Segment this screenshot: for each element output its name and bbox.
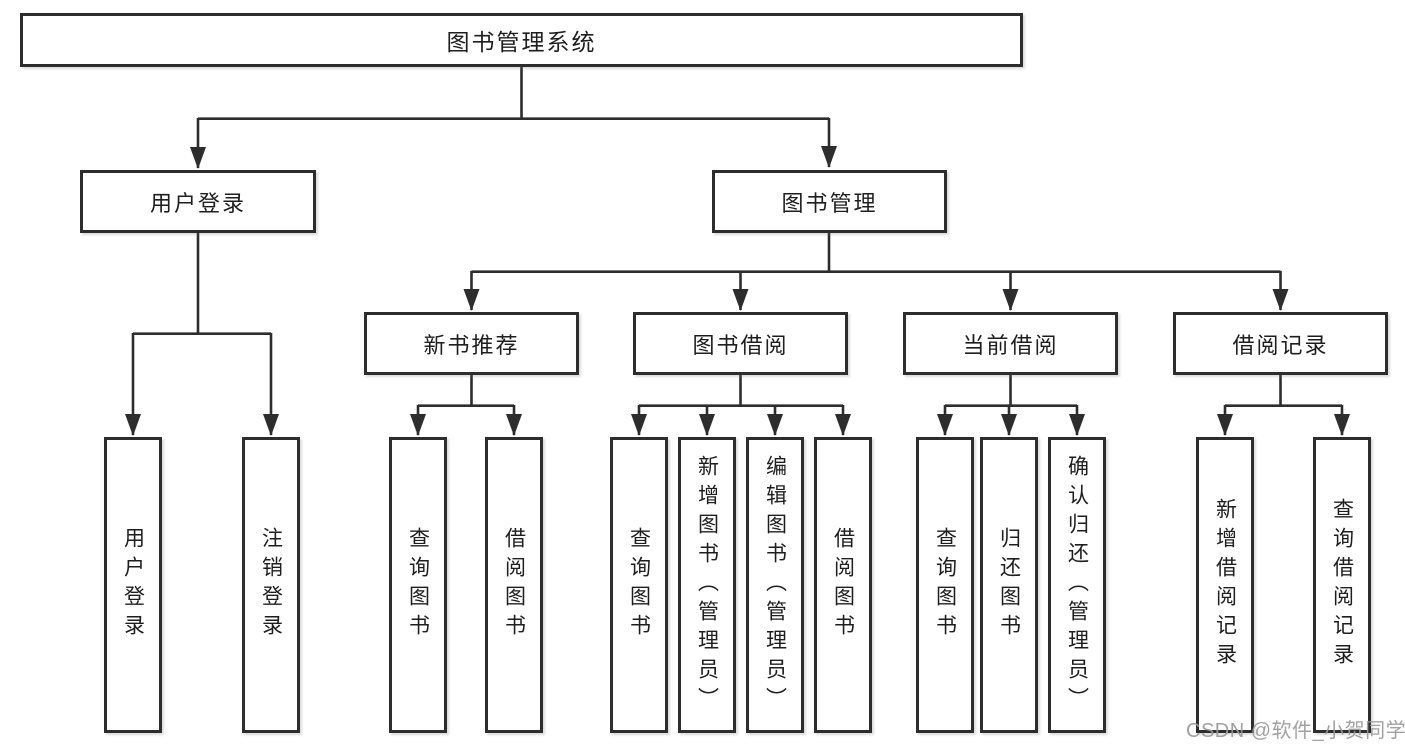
leaf-user-login: 用户登录 <box>104 437 162 733</box>
leaf-add-borrow-record: 新增借阅记录 <box>1196 437 1254 733</box>
csdn-watermark: CSDN @软件_小贺同学 <box>1186 720 1405 742</box>
node-borrow-records: 借阅记录 <box>1173 312 1388 375</box>
leaf-query-books-recommend: 查询图书 <box>389 437 447 733</box>
node-user-login: 用户登录 <box>80 170 316 233</box>
leaf-query-borrow-record: 查询借阅记录 <box>1313 437 1371 733</box>
leaf-query-books-borrow: 查询图书 <box>610 437 668 733</box>
leaf-query-books-current: 查询图书 <box>916 437 974 733</box>
node-new-book-recommend: 新书推荐 <box>364 312 579 375</box>
leaf-logout: 注销登录 <box>242 437 300 733</box>
leaf-confirm-return-admin: 确认归还（管理员） <box>1048 437 1106 733</box>
node-book-management: 图书管理 <box>712 170 947 233</box>
leaf-add-book-admin: 新增图书（管理员） <box>678 437 736 733</box>
leaf-borrow-books-recommend: 借阅图书 <box>485 437 543 733</box>
leaf-edit-book-admin: 编辑图书（管理员） <box>746 437 804 733</box>
node-current-borrow: 当前借阅 <box>903 312 1118 375</box>
node-book-borrow: 图书借阅 <box>633 312 848 375</box>
leaf-return-books: 归还图书 <box>980 437 1038 733</box>
node-root: 图书管理系统 <box>20 13 1023 67</box>
leaf-borrow-books: 借阅图书 <box>814 437 872 733</box>
